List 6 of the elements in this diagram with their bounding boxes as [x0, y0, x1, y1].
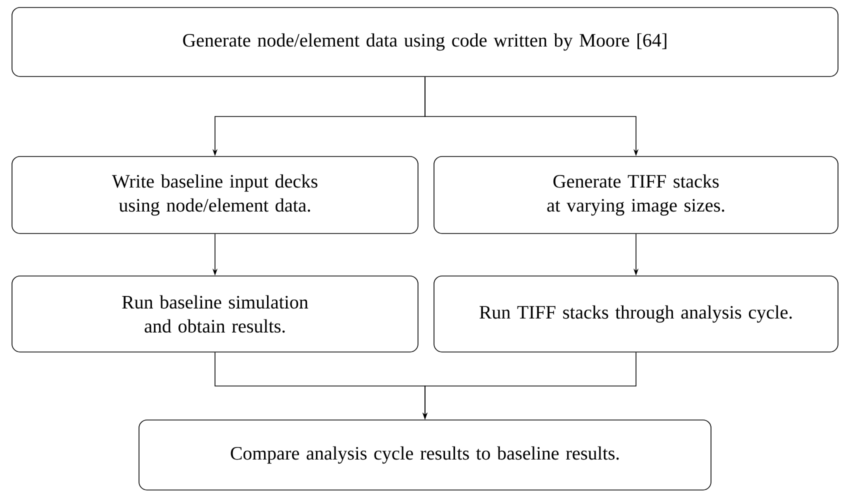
process-box: Generate node/element data using code written by Moore [64] — [12, 7, 838, 77]
process-box: Run TIFF stacks through analysis cycle. — [434, 276, 838, 352]
process-box: Generate TIFF stacks at varying image sizes. — [434, 156, 838, 234]
process-box: Compare analysis cycle results to baseline results. — [138, 420, 712, 490]
process-box: Run baseline simulation and obtain results. — [12, 276, 418, 352]
process-box: Write baseline input decks using node/element data. — [12, 156, 418, 234]
